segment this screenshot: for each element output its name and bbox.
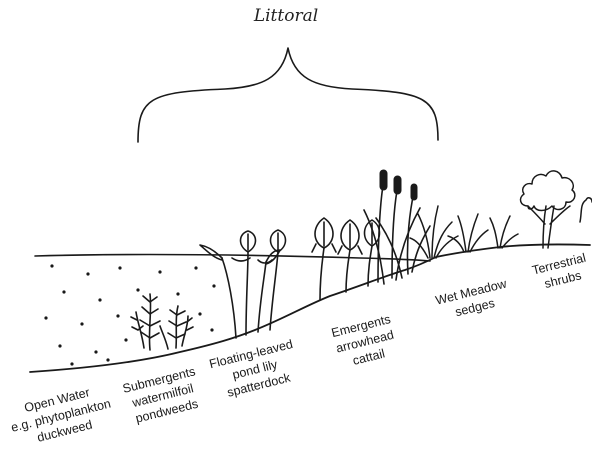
lily-leaf-4 — [271, 230, 286, 252]
zone-labels: Open Watere.g. phytoplanktonduckweedSubm… — [6, 251, 591, 451]
stipple-dot — [211, 329, 213, 331]
stipple-dot — [119, 267, 121, 269]
stipple-dot — [45, 317, 47, 319]
lake-bottom-line — [30, 244, 590, 372]
lily-leaf-2 — [241, 231, 256, 252]
watermilfoil-plant-2 — [160, 306, 193, 349]
zone-label-open-water: Open Watere.g. phytoplanktonduckweed — [6, 381, 116, 450]
stipple-dot — [71, 363, 73, 365]
stipple-dot — [99, 299, 101, 301]
arrowhead-leaf-2 — [338, 220, 362, 254]
lily-pad-2 — [258, 260, 272, 263]
littoral-bracket — [138, 48, 438, 142]
arrowhead-leaf-3 — [365, 220, 380, 246]
cattail-head-3 — [411, 184, 417, 200]
zone-label-floating-leaved: Floating-leavedpond lilyspatterdock — [208, 337, 302, 402]
shrub-plants — [521, 171, 592, 248]
lily-stem-1 — [222, 258, 236, 338]
submergent-plants — [131, 294, 193, 350]
stipple-dot — [159, 271, 161, 273]
arrowhead-stem-1 — [320, 248, 324, 300]
stipple-dot — [95, 351, 97, 353]
stipple-dot — [177, 293, 179, 295]
stipple-dot — [137, 289, 139, 291]
zone-label-wet-meadow: Wet Meadowsedges — [434, 276, 513, 323]
stipple-dot — [195, 267, 197, 269]
stipple-dot — [87, 273, 89, 275]
zone-label-terrestrial: Terrestrialshrubs — [531, 251, 592, 293]
arrowhead-leaf-1 — [312, 218, 336, 252]
cattail-head-1 — [380, 170, 387, 190]
arrowhead-stem-3 — [368, 246, 372, 286]
arrowhead-stem-2 — [346, 250, 350, 292]
stipple-dot — [117, 315, 119, 317]
zone-label-emergents: Emergentsarrowheadcattail — [330, 312, 400, 371]
emergent-plants — [312, 170, 430, 300]
stipple-dot — [125, 339, 127, 341]
watermilfoil-plant-1 — [131, 294, 160, 350]
stipple-dot — [199, 313, 201, 315]
cattail-head-2 — [394, 176, 401, 194]
diagram-title: Littoral — [253, 6, 318, 26]
lily-leaf-1 — [200, 245, 222, 260]
stipple-dot — [51, 265, 53, 267]
stipple-dot — [213, 285, 215, 287]
stipple-dot — [59, 345, 61, 347]
stipple-dot — [63, 291, 65, 293]
lily-stem-3 — [258, 262, 266, 332]
zone-label-submergents: Submergentswatermilfoilpondweeds — [121, 364, 204, 427]
cattail-stalk-2 — [392, 185, 398, 278]
lily-stem-2 — [246, 252, 248, 335]
stipple-dot — [81, 323, 83, 325]
lily-stem-4 — [270, 252, 278, 330]
stipple-dot — [107, 359, 109, 361]
